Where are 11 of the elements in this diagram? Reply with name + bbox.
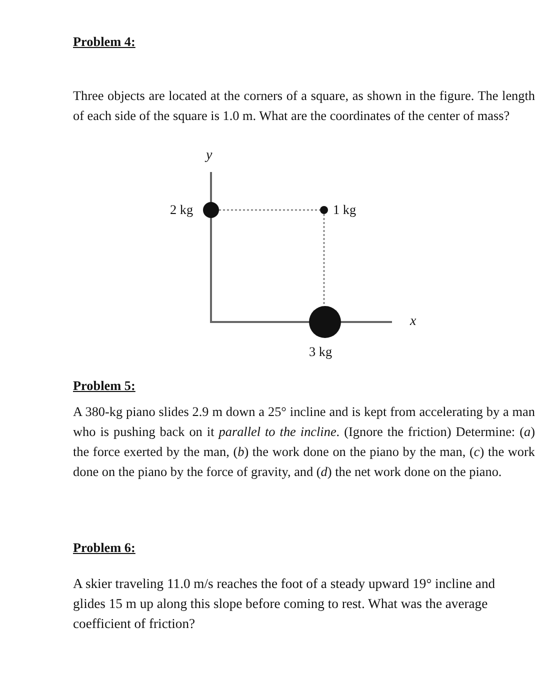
problem-heading: Problem 4:: [73, 33, 136, 51]
problem-heading: Problem 5:: [73, 377, 136, 395]
mass-label: 2 kg: [170, 201, 194, 219]
mass-label: 1 kg: [333, 201, 356, 219]
problem-text: Three objects are located at the corners of a square, as shown in the figure. The length of each side of the square is 1.0 m. What are the coordinates of the center of mass?: [73, 87, 535, 125]
problem-heading: Problem 6:: [73, 539, 136, 557]
axis-label: x: [410, 313, 416, 331]
problem-text: A 380-kg piano slides 2.9 m down a 25° incline and is kept from accelerating by a man who is pushing back on it parallel to the incline. (Ignore the friction) Determine: (a) the force exerted by the man, (b) the work done on the piano by the man, (c) the work done on the piano by the force of gravity, and (d) the net work done on the piano.: [73, 403, 535, 481]
axis-label: y: [206, 147, 212, 165]
problem-text: A skier traveling 11.0 m/s reaches the foot of a steady upward 19° incline and glides 15 m up along this slope before coming to rest. What was the average coefficient of friction?: [73, 575, 496, 633]
mass-label: 3 kg: [309, 343, 332, 361]
